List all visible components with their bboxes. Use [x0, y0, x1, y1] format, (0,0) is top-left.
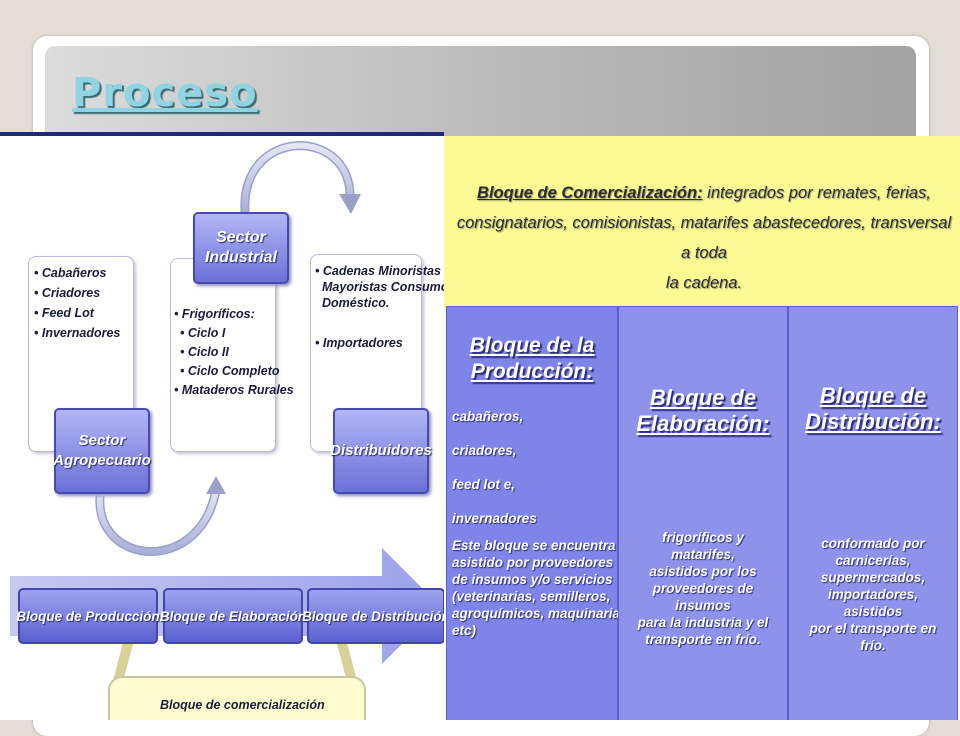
commercialization-block — [444, 136, 960, 310]
commercialization-line: consignatarios, comisionistas, matarifes… — [456, 214, 952, 262]
list-item: • Criadores — [34, 286, 101, 300]
note-line: agroquímicos, maquinaria, — [452, 606, 624, 621]
list-item: • Ciclo I — [180, 326, 226, 340]
distribuidores-box: Distribuidores — [330, 408, 432, 494]
body-line: conformado por — [821, 536, 925, 551]
curved-arrow-bottom — [96, 489, 219, 555]
note-line: de insumos y/o servicios — [452, 572, 613, 587]
title-bar — [45, 46, 916, 136]
body-line: carnicerías, — [835, 553, 911, 568]
list-item: feed lot e, — [452, 477, 516, 492]
sector-industrial-box: Sector Industrial — [193, 212, 289, 284]
heading-line: Bloque de la — [469, 334, 595, 357]
commercialization-text: Bloque de Comercialización: integrados p… — [452, 178, 956, 298]
body-line: supermercados, — [820, 570, 926, 585]
note-line: Este bloque se encuentra — [452, 538, 616, 553]
curved-arrow-bottom-head — [206, 476, 226, 494]
list-item: • Ciclo Completo — [180, 364, 280, 378]
block-produccion: Bloque de la Producción: — [446, 306, 618, 720]
heading-line: Producción: — [470, 360, 594, 383]
sector-industrial-line: Industrial — [204, 249, 277, 266]
value-chain-diagram: • Cabañeros • Criadores • Feed Lot • Inv… — [0, 136, 444, 720]
sector-agro-line: Agropecuario — [53, 452, 151, 469]
list-item: Doméstico. — [322, 296, 390, 310]
list-item: cabañeros, — [452, 409, 524, 424]
body-line: asistidos por los — [649, 564, 757, 579]
commercialization-line: integrados por remates, ferias, — [707, 184, 931, 202]
page-title: Proceso — [72, 70, 258, 116]
blocks-panel: Bloque de Comercialización: integrados p… — [444, 136, 960, 720]
list-item: • Ciclo II — [180, 345, 229, 359]
distribuidores-label: Distribuidores — [330, 442, 432, 459]
sector-agro-box: Sector Agropecuario — [53, 408, 151, 494]
note-line: (veterinarias, semilleros, — [452, 589, 611, 604]
list-item: criadores, — [452, 443, 517, 458]
curved-arrow-top — [241, 142, 354, 213]
list-item: • Cabañeros — [34, 266, 107, 280]
body-line: transporte en frío. — [645, 632, 761, 647]
block-produccion-heading: Bloque de la Producción: — [447, 333, 617, 385]
list-item: • Feed Lot — [34, 306, 94, 320]
commercialization-banner — [108, 676, 366, 720]
block-elaboracion: Bloque de Elaboración: frigoríficos y ma… — [618, 306, 788, 720]
curved-arrow-top-head — [339, 194, 361, 214]
body-line: proveedores de insumos — [652, 581, 754, 613]
commercialization-label: Bloque de comercialización — [160, 698, 325, 712]
list-item: • Mataderos Rurales — [174, 383, 294, 397]
body-line: para la industria y el — [637, 615, 769, 630]
heading-line: Bloque de — [819, 383, 927, 408]
block-elaboracion-heading: Bloque de Elaboración: — [619, 385, 787, 437]
body-line: por el transporte en frío. — [809, 621, 937, 653]
commercialization-heading: Bloque de Comercialización: — [477, 184, 703, 202]
block-distribucion: Bloque de Distribución: conformado por c… — [788, 306, 958, 720]
sector-agro-line: Sector — [78, 432, 126, 449]
commercialization-line: la cadena. — [665, 274, 743, 292]
note-line: asistido por proveedores — [452, 555, 614, 570]
sector-industrial-line: Sector — [216, 229, 266, 246]
block-elaboracion-body: frigoríficos y matarifes, asistidos por … — [619, 529, 787, 648]
list-item: • Invernadores — [34, 326, 121, 340]
title-rule — [0, 132, 444, 136]
block-distribucion-body: conformado por carnicerías, supermercado… — [789, 535, 957, 654]
block-produccion-body: cabañeros, criadores, feed lot e, invern… — [452, 408, 624, 639]
phase-produccion: Bloque de Producción — [16, 588, 160, 644]
list-item: • Importadores — [315, 336, 403, 350]
heading-line: Bloque de — [649, 385, 757, 410]
body-line: frigoríficos y matarifes, — [662, 530, 744, 562]
block-distribucion-heading: Bloque de Distribución: — [789, 383, 957, 435]
note-line: etc) — [452, 623, 477, 638]
heading-line: Distribución: — [805, 409, 941, 434]
list-item: invernadores — [452, 511, 537, 526]
list-item: • Frigoríficos: — [174, 307, 255, 321]
list-item: Mayoristas Consumo — [322, 280, 444, 294]
phase-elaboracion: Bloque de Elaboración — [160, 588, 306, 644]
phase-distribucion: Bloque de Distribución — [302, 588, 444, 644]
heading-line: Elaboración: — [636, 411, 770, 436]
list-item: • Cadenas Minoristas y — [315, 264, 444, 278]
body-line: importadores, asistidos — [827, 587, 919, 619]
industrial-box: • Frigoríficos: • Ciclo I • Ciclo II • C… — [170, 258, 294, 452]
